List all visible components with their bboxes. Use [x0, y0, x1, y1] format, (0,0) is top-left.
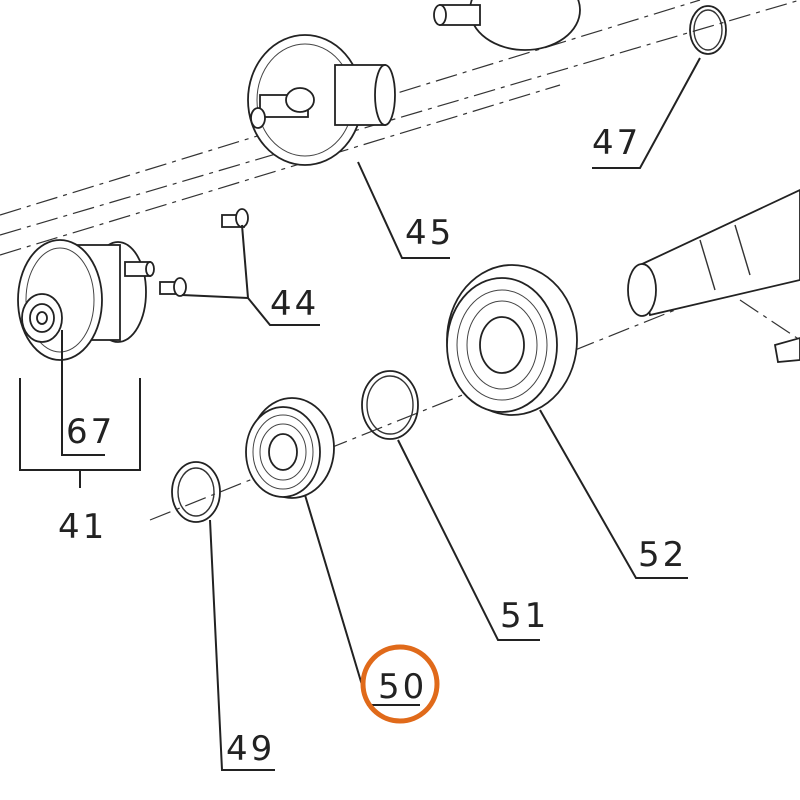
output-shaft	[627, 189, 800, 363]
label-50[interactable]: 50	[378, 667, 427, 707]
snap-ring-51	[361, 370, 419, 440]
label-52[interactable]: 52	[638, 535, 687, 575]
leader-lines	[19, 57, 701, 771]
screws-44	[159, 208, 249, 297]
circlip-47	[689, 5, 727, 55]
label-49[interactable]: 49	[226, 729, 275, 769]
gear-assembly-45	[247, 0, 581, 166]
label-41[interactable]: 41	[58, 507, 107, 547]
label-51[interactable]: 51	[500, 596, 549, 636]
part-labels: 45 47 44 67 41 52 51 50 49	[58, 123, 687, 769]
label-44[interactable]: 44	[270, 284, 319, 324]
bearing-50	[245, 397, 335, 499]
label-67[interactable]: 67	[66, 412, 115, 452]
label-47[interactable]: 47	[592, 123, 641, 163]
bearing-52	[446, 264, 578, 416]
highlight-circle	[360, 644, 440, 724]
gear-assembly-41	[17, 239, 155, 361]
label-45[interactable]: 45	[405, 213, 454, 253]
washer-49	[171, 461, 221, 523]
